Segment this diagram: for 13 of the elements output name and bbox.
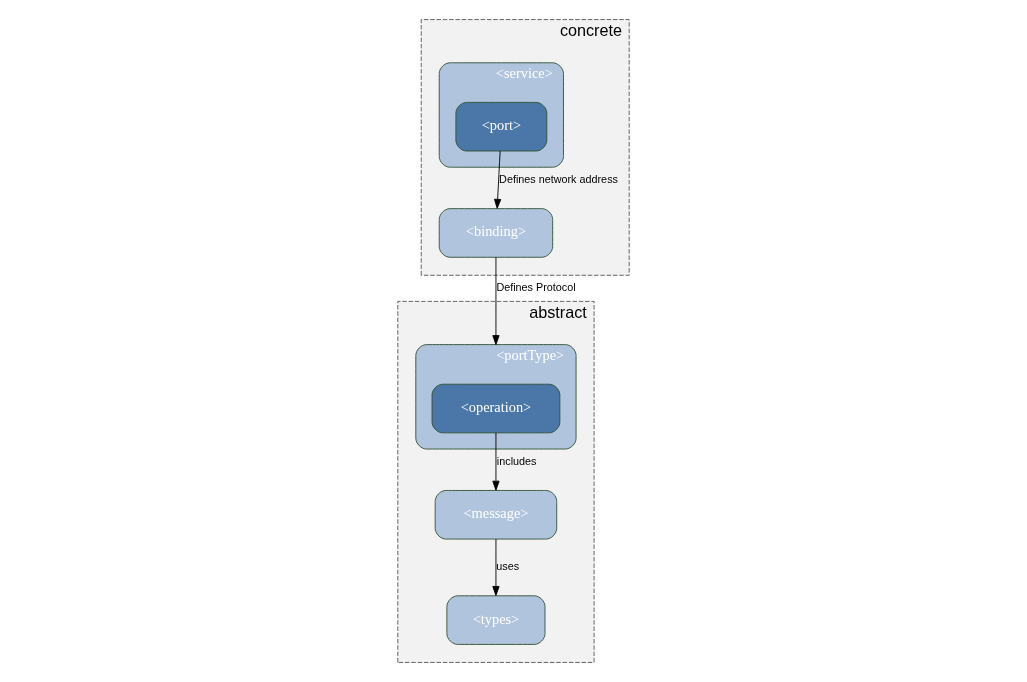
edge-label: Defines network address [499, 173, 618, 186]
node-box: <port> [455, 101, 548, 152]
edge-label: includes [496, 454, 537, 467]
edge-label: uses [496, 560, 520, 573]
arrow [494, 150, 502, 209]
node-box: <operation> [431, 383, 561, 434]
arrow [492, 256, 500, 346]
node-box: <message> [434, 490, 558, 540]
node-box: <binding> [438, 208, 554, 258]
edge-label: Defines Protocol [496, 281, 576, 294]
arrow [492, 538, 500, 596]
node-box: <types> [446, 595, 546, 645]
arrow [492, 432, 500, 491]
